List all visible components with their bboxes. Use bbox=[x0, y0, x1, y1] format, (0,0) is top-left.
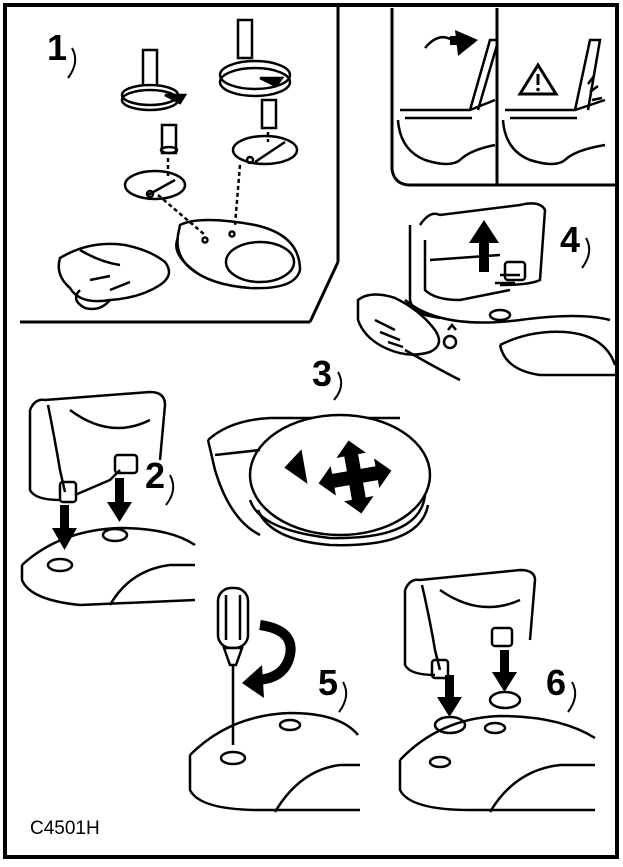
step-number-5: 5 bbox=[318, 662, 339, 703]
screwdriver-illustration bbox=[188, 586, 360, 813]
panel-1-border bbox=[20, 5, 340, 324]
step-number-6: 6 bbox=[546, 662, 567, 703]
seat-lift-illustration bbox=[356, 202, 617, 382]
rotate-arrow-icon bbox=[242, 620, 296, 698]
up-arrow-icon bbox=[469, 220, 499, 272]
seat-insert-illustration bbox=[20, 390, 196, 607]
warning-triangle-icon bbox=[517, 62, 559, 96]
step-flourishes bbox=[67, 47, 591, 713]
step-number-4: 4 bbox=[560, 219, 581, 260]
lid-drop-sketch bbox=[501, 38, 606, 166]
down-arrow-icon bbox=[52, 478, 132, 550]
step-number-1: 1 bbox=[47, 27, 68, 68]
hinge-parts-illustration bbox=[57, 18, 302, 311]
outer-frame bbox=[3, 3, 619, 859]
document-code: C4501H bbox=[30, 818, 100, 839]
rotate-arrow-icon bbox=[424, 30, 478, 56]
cover-caps-illustration bbox=[398, 568, 596, 813]
panel-lid-warning bbox=[390, 8, 617, 187]
move-arrows-icon bbox=[284, 440, 392, 514]
step-number-3: 3 bbox=[312, 353, 333, 394]
step-number-2: 2 bbox=[145, 455, 166, 496]
down-arrow-icon bbox=[437, 650, 517, 717]
closed-seat-illustration bbox=[206, 413, 432, 547]
lid-open-sketch bbox=[396, 38, 499, 166]
